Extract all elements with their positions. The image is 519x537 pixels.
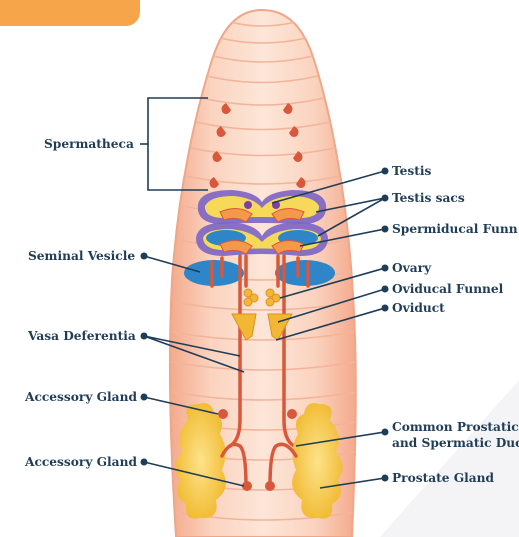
label-spermiducal-funnel: Spermiducal Funn bbox=[392, 222, 519, 236]
label-accessory-gland-2: Accessory Gland bbox=[25, 455, 137, 469]
label-testis: Testis bbox=[392, 164, 519, 178]
seminal-vesicle-left bbox=[184, 260, 244, 286]
label-common-prostatic-line1: Common Prostatic bbox=[392, 420, 519, 434]
testis-left bbox=[244, 201, 252, 209]
label-vasa-deferentia: Vasa Deferentia bbox=[28, 329, 136, 343]
label-prostate-gland: Prostate Gland bbox=[392, 471, 519, 485]
label-ovary: Ovary bbox=[392, 261, 519, 275]
label-common-prostatic-line2: and Spermatic Duc bbox=[392, 436, 519, 450]
label-oviducal-funnel: Oviducal Funnel bbox=[392, 282, 519, 296]
background-wedge bbox=[380, 380, 519, 537]
label-oviduct: Oviduct bbox=[392, 301, 519, 315]
label-testis-sacs: Testis sacs bbox=[392, 191, 519, 205]
label-accessory-gland-1: Accessory Gland bbox=[25, 390, 137, 404]
label-spermatheca: Spermatheca bbox=[44, 137, 134, 151]
label-seminal-vesicle: Seminal Vesicle bbox=[28, 249, 135, 263]
